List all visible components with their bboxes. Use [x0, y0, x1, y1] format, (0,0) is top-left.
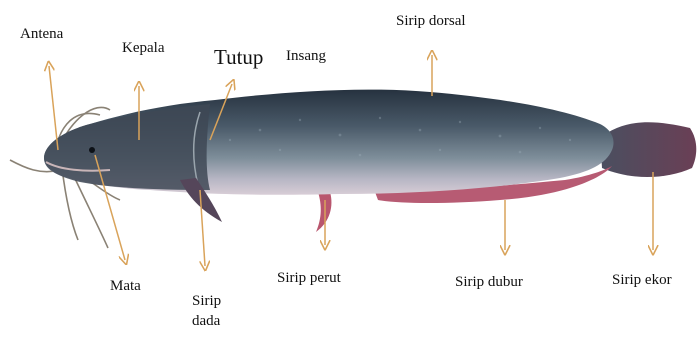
- label-sirip-dorsal: Sirip dorsal: [396, 13, 466, 30]
- label-sirip-dada-line2: dada: [192, 313, 220, 330]
- label-antena: Antena: [20, 26, 63, 43]
- tail-fin-shape: [600, 122, 696, 177]
- eye-shape: [89, 147, 95, 153]
- label-sirip-perut: Sirip perut: [277, 270, 341, 287]
- label-tutup: Tutup: [214, 45, 263, 69]
- fish-head-shape: [44, 104, 210, 190]
- label-insang: Insang: [286, 48, 326, 65]
- label-sirip-dubur: Sirip dubur: [455, 274, 523, 291]
- label-mata: Mata: [110, 278, 141, 295]
- ventral-fin-shape: [316, 192, 331, 232]
- antena-arrow: [49, 66, 58, 150]
- label-sirip-ekor: Sirip ekor: [612, 272, 672, 289]
- label-kepala: Kepala: [122, 40, 164, 57]
- label-sirip-dada-line1: Sirip: [192, 293, 221, 310]
